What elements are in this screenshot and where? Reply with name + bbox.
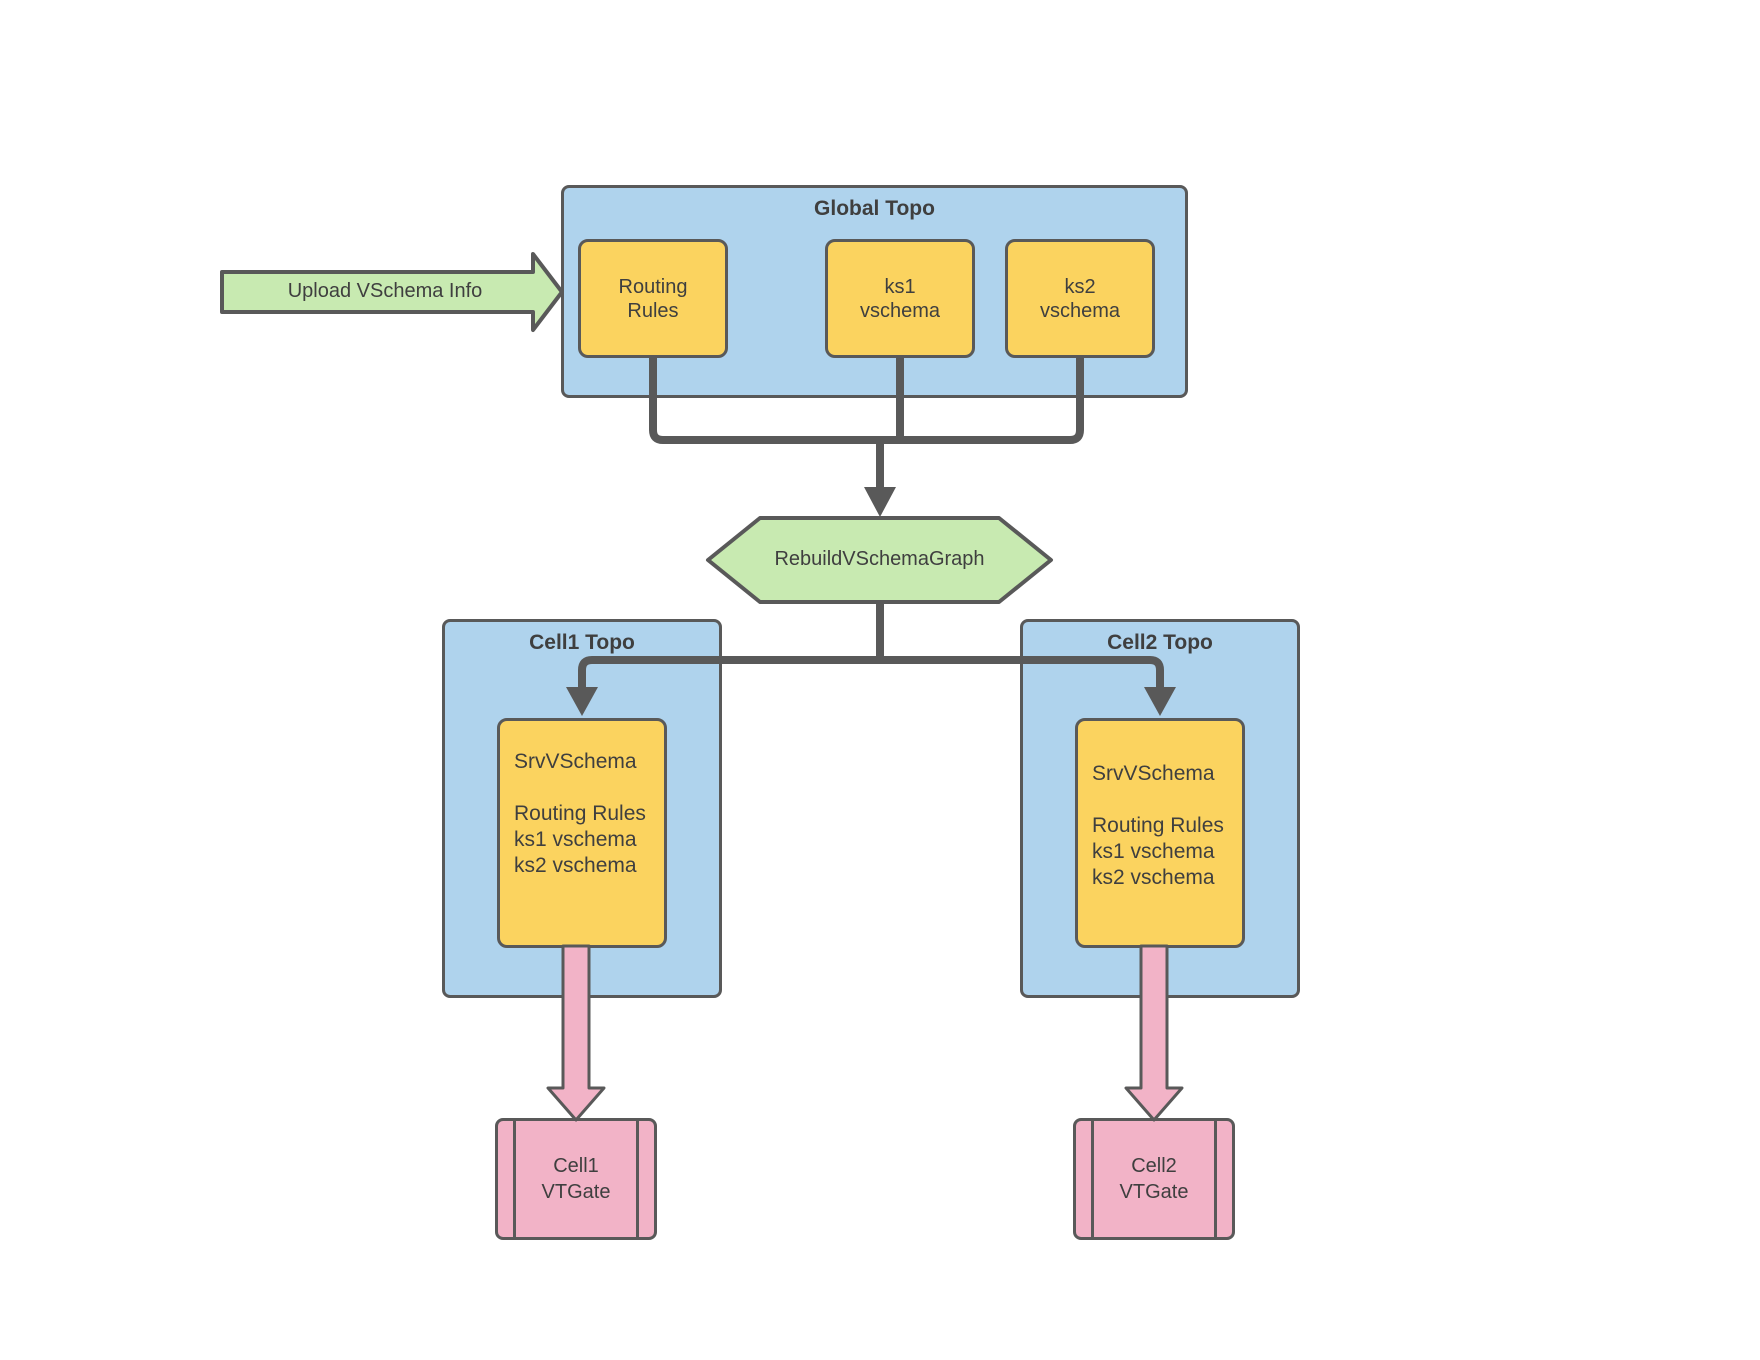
cell2-topo-title: Cell2 Topo: [1107, 631, 1213, 654]
cell1-topo-title: Cell1 Topo: [529, 631, 635, 654]
routing-rules-box: Routing Rules: [578, 239, 728, 358]
cell1-srvvschema-box: SrvVSchema Routing Rules ks1 vschema ks2…: [497, 718, 667, 948]
routing-rules-label: Routing Rules: [618, 275, 688, 322]
arrowhead-into-rebuild: [864, 487, 896, 517]
cell1-vtgate-box: Cell1 VTGate: [495, 1118, 657, 1240]
ks2-vschema-label: ks2 vschema: [1039, 275, 1121, 322]
upload-vschema-label: Upload VSchema Info: [287, 280, 483, 302]
vtgate-side-line: [1091, 1121, 1094, 1237]
ks1-vschema-label: ks1 vschema: [859, 275, 941, 322]
vtgate-side-line: [1214, 1121, 1217, 1237]
vtgate-side-line: [636, 1121, 639, 1237]
rebuild-vschema-label: RebuildVSchemaGraph: [774, 548, 985, 570]
global-topo-title: Global Topo: [814, 197, 935, 220]
cell2-srvvschema-box: SrvVSchema Routing Rules ks1 vschema ks2…: [1075, 718, 1245, 948]
vtgate-side-line: [513, 1121, 516, 1237]
cell2-vtgate-box: Cell2 VTGate: [1073, 1118, 1235, 1240]
cell1-vtgate-label: Cell1 VTGate: [541, 1155, 611, 1203]
cell2-srvvschema-text: SrvVSchema Routing Rules ks1 vschema ks2…: [1092, 762, 1224, 889]
ks1-vschema-box: ks1 vschema: [825, 239, 975, 358]
cell1-srvvschema-text: SrvVSchema Routing Rules ks1 vschema ks2…: [514, 750, 646, 877]
ks2-vschema-box: ks2 vschema: [1005, 239, 1155, 358]
cell2-vtgate-label: Cell2 VTGate: [1119, 1155, 1189, 1203]
